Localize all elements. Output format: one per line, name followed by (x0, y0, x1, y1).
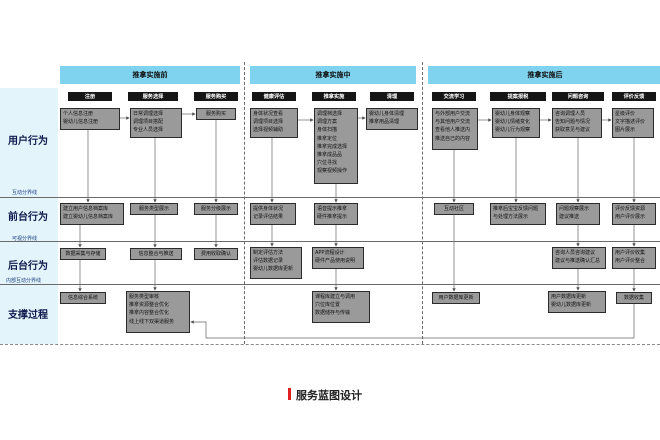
phase-before-header: 推拿实施前 (60, 66, 240, 84)
col-service-select: 服务选择 (128, 92, 178, 101)
col-register: 注册 (68, 92, 112, 101)
caption-title: 服务蓝图设计 (296, 389, 362, 402)
user-massage-box: 调理档选择调理方案身体扫描推拿定位推拿完成选择推拿成品品穴位寻找观察视频操作 (314, 108, 358, 184)
line-bottom (0, 344, 660, 345)
back-massage-box: APP流程设计硬件产品使用说明 (312, 247, 364, 269)
lane-back-label: 后台行为 (8, 261, 48, 272)
caption-marker (288, 388, 291, 400)
col-review: 评价反馈 (612, 92, 656, 101)
user-health-eval-box: 身体状况查看调理项目选择选择视频辅助 (250, 108, 298, 138)
back-service-select-box: 信息整合与推送 (130, 248, 182, 260)
support-problem-consult-box: 用户数据库更新婴幼儿数据库更新 (548, 291, 606, 313)
front-review-box: 评价反馈资源用户评价展示 (612, 203, 656, 225)
col-exchange: 交流学习 (432, 92, 476, 101)
front-massage-box: 语音提示推拿硬件推拿提示 (314, 203, 358, 225)
lane-support-label: 支撑过程 (8, 310, 48, 321)
lane-user-label: 用户行为 (8, 136, 48, 147)
user-problem-consult-box: 咨询调理人员告知问题与情况获取意见与建议 (552, 108, 602, 138)
user-register-box: 个人信息注册婴幼儿信息注册 (60, 108, 120, 130)
sep-internal-label: 内部互动分界线 (6, 278, 42, 284)
user-service-select-box: 日常调理选择调理项目搭配专业人员选择 (130, 108, 182, 138)
line-visible (0, 241, 660, 242)
lane-front-label: 前台行为 (8, 212, 48, 223)
front-problem-consult-box: 问题观察展示建议推送 (556, 203, 600, 225)
lane-label-strip (0, 88, 58, 344)
user-exchange-box: 与外部用户交流与其他用户交流查看他人推送内推送自己的内容 (432, 108, 478, 150)
support-register-box: 信息综合系统 (60, 292, 106, 304)
col-service-buy: 服务购买 (194, 92, 238, 101)
user-service-buy-box: 服务购买 (196, 108, 236, 120)
front-health-eval-box: 提供身体状况记录评估结果 (250, 203, 296, 225)
support-massage-box: 课程库建立与调用穴位库位置数据储存与传输 (312, 291, 370, 323)
col-problem-consult: 问题咨询 (552, 92, 604, 101)
support-service-select-box: 服务类型审核推拿资源整合优化推拿内容整合优化线上线下双渠道服务 (126, 291, 190, 333)
col-demand-feedback: 提案报税 (490, 92, 546, 101)
phase-after-header: 推拿实施后 (428, 66, 660, 84)
sep-visible-label: 可视分界线 (12, 236, 38, 242)
line-interaction (0, 197, 660, 198)
back-problem-consult-box: 咨询人员咨询建议建议与推送确认汇总 (552, 247, 606, 269)
phase-divider-1 (244, 62, 245, 344)
user-review-box: 星级评价文字描述评价图片展示 (612, 108, 654, 138)
back-review-box: 用户评价收集用户评价整合 (612, 247, 656, 269)
back-register-box: 数据采集与存储 (60, 248, 106, 260)
support-exchange-box: 用户数据库更新 (432, 292, 480, 304)
phase-during-header: 推拿实施中 (250, 66, 416, 84)
line-internal (0, 284, 660, 285)
front-demand-feedback-box: 推拿后宝宝反馈问题与处理方法展示 (490, 203, 546, 225)
front-service-buy-box: 服务分级展示 (194, 203, 238, 215)
sep-interaction-label: 互动分界线 (12, 190, 38, 196)
col-clean: 清理 (370, 92, 414, 101)
back-health-eval-box: 制定评估方法评估数据记录婴幼儿数据库更新 (250, 247, 302, 279)
front-register-box: 建立用户信息档案库建立婴幼儿信息档案库 (60, 203, 124, 225)
back-service-buy-box: 费用收取确认 (194, 248, 238, 260)
support-review-box: 数据收集 (616, 292, 652, 304)
phase-divider-2 (422, 62, 423, 344)
user-demand-feedback-box: 婴幼儿身体观察婴幼儿情绪变化婴幼儿行为观察 (492, 108, 540, 138)
col-health-eval: 健康评估 (252, 92, 296, 101)
user-clean-box: 婴幼儿身体清理推拿用品清理 (366, 108, 418, 130)
front-service-select-box: 服务类型展示 (130, 203, 178, 215)
front-exchange-box: 互动社区 (434, 203, 474, 215)
col-massage: 推拿实施 (312, 92, 356, 101)
